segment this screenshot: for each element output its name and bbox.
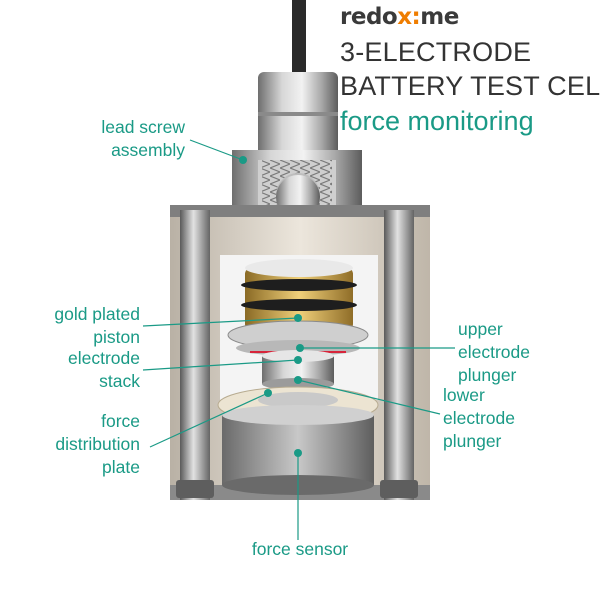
label-upper-plunger-line-3: plunger [458,365,517,385]
label-force-distribution-plate: force distribution plate [20,410,140,479]
knob [258,72,338,162]
brand-text-2: me [420,4,459,30]
label-gold-piston-line-1: gold plated [54,304,140,324]
label-electrode-stack-line-1: electrode [68,348,140,368]
label-force-plate-line-1: force [101,411,140,431]
bolt-right [380,210,418,500]
bolt-left [176,210,214,500]
label-lower-plunger-line-1: lower [443,385,485,405]
leader-lead-screw [189,139,244,161]
leader-gold-piston [142,317,299,327]
label-force-sensor: force sensor [251,539,349,559]
label-upper-plunger-line-1: upper [458,319,503,339]
label-upper-electrode-plunger: upper electrode plunger [458,318,530,387]
label-electrode-stack: electrode stack [20,347,140,393]
title-line-1: 3-ELECTRODE [340,37,532,67]
label-gold-piston-line-2: piston [93,327,140,347]
leader-force-plate [149,392,269,448]
label-gold-plated-piston: gold plated piston [20,303,140,349]
brand-accent: x: [397,4,421,30]
label-lower-plunger-line-2: electrode [443,408,515,428]
gold-piston [241,259,357,330]
leader-electrode-stack [142,359,299,371]
label-lead-screw-assembly: lead screw assembly [70,116,185,162]
label-lower-electrode-plunger: lower electrode plunger [443,384,515,453]
subtitle: force monitoring [340,106,534,136]
brand-text-1: redo [340,4,398,30]
label-lead-screw-line-1: lead screw [101,117,185,137]
title-line-2: BATTERY TEST CELL [340,71,600,101]
label-force-plate-line-2: distribution [55,434,140,454]
label-lower-plunger-line-3: plunger [443,431,502,451]
label-force-plate-line-3: plate [102,457,140,477]
cable [292,0,306,75]
brand-logo: redox:me [340,4,459,30]
label-electrode-stack-line-2: stack [99,371,140,391]
leader-lower-plunger [297,379,441,415]
label-lead-screw-line-2: assembly [111,140,185,160]
label-upper-plunger-line-2: electrode [458,342,530,362]
